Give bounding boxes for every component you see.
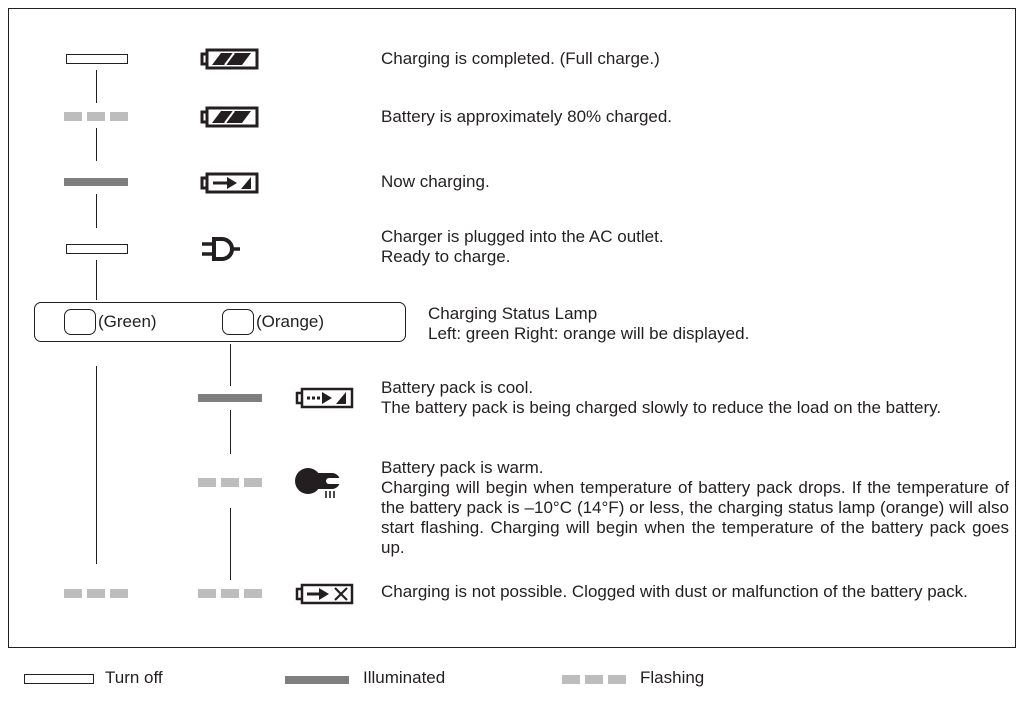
status-description: Charger is plugged into the AC outlet. R… bbox=[381, 227, 664, 266]
status-description: Battery pack is warm. Charging will begi… bbox=[381, 458, 1009, 558]
status-lamp-description: Left: green Right: orange will be displa… bbox=[428, 324, 750, 343]
status-table bbox=[8, 8, 1016, 648]
green-lamp-symbol bbox=[64, 309, 96, 335]
lamp-flashing bbox=[198, 589, 262, 598]
lamp-illuminated bbox=[64, 178, 128, 186]
legend-turn-off-label: Turn off bbox=[105, 668, 163, 687]
battery-slow-charge-icon bbox=[294, 387, 354, 409]
legend-flashing-label: Flashing bbox=[640, 668, 705, 687]
battery-charging-icon bbox=[199, 172, 259, 194]
status-description-text: Charging is not possible. Clogged with d… bbox=[381, 582, 968, 601]
status-description: Battery is approximately 80% charged. bbox=[381, 107, 673, 126]
lamp-turn-off bbox=[66, 244, 128, 254]
lamp-illuminated bbox=[198, 394, 262, 402]
plug-icon bbox=[200, 236, 256, 262]
connector-line bbox=[96, 260, 97, 300]
orange-lamp-label: (Orange) bbox=[256, 312, 325, 331]
lamp-turn-off bbox=[66, 54, 128, 64]
lamp-flashing bbox=[64, 112, 128, 121]
connector-line bbox=[230, 344, 231, 386]
battery-error-icon bbox=[294, 583, 354, 605]
lamp-flashing bbox=[64, 589, 128, 598]
status-description: Battery pack is cool. The battery pack i… bbox=[381, 378, 1009, 418]
legend-illuminated-swatch bbox=[285, 676, 349, 684]
status-description: Charging is completed. (Full charge.) bbox=[381, 49, 660, 68]
status-description: Charging is not possible. Clogged with d… bbox=[381, 582, 1009, 602]
connector-line bbox=[96, 70, 97, 103]
legend-flashing-swatch bbox=[562, 675, 626, 684]
legend-illuminated-label: Illuminated bbox=[363, 668, 446, 687]
connector-line bbox=[230, 410, 231, 454]
green-lamp-label: (Green) bbox=[98, 312, 157, 331]
connector-line bbox=[96, 128, 97, 161]
connector-line bbox=[96, 366, 97, 564]
thermometer-icon bbox=[292, 465, 348, 501]
charging-status-lamp-box: (Green) (Orange) bbox=[34, 302, 406, 342]
battery-full-icon bbox=[199, 48, 259, 70]
lamp-flashing bbox=[198, 478, 262, 487]
connector-line bbox=[230, 508, 231, 580]
status-lamp-title: Charging Status Lamp bbox=[428, 304, 598, 323]
status-description-text: Battery pack is cool. The battery pack i… bbox=[381, 378, 942, 417]
status-description: Now charging. bbox=[381, 172, 490, 191]
orange-lamp-symbol bbox=[222, 309, 254, 335]
legend-turn-off-swatch bbox=[24, 674, 94, 684]
connector-line bbox=[96, 194, 97, 228]
battery-full-icon bbox=[199, 106, 259, 128]
status-description-text: Battery pack is warm. Charging will begi… bbox=[381, 458, 1009, 557]
